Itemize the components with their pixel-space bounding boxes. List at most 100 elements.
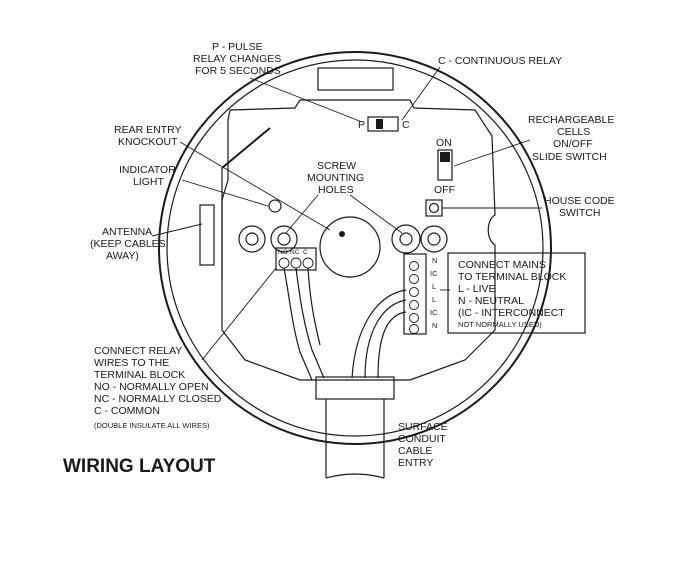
leader-rechargeable bbox=[453, 139, 531, 167]
house-code-callout: HOUSE CODE SWITCH bbox=[544, 195, 615, 219]
indicator-callout: INDICATOR LIGHT bbox=[119, 164, 176, 188]
mains-screw-5 bbox=[409, 313, 419, 323]
antenna-callout: ANTENNA (KEEP CABLES AWAY) bbox=[90, 226, 166, 262]
rechargeable-line-2: CELLS bbox=[557, 126, 590, 138]
mains-note: NOT NORMALLY USED) bbox=[458, 320, 542, 329]
relay-terminal-nc: NC bbox=[290, 249, 300, 256]
left-mount-hole bbox=[238, 225, 266, 253]
mains-wire-2 bbox=[364, 299, 407, 379]
mains-screw-6 bbox=[409, 324, 419, 334]
mains-callout: CONNECT MAINS TO TERMINAL BLOCK L - LIVE… bbox=[458, 259, 566, 329]
mains-wire-3 bbox=[377, 311, 407, 379]
rear-entry-line-1: REAR ENTRY bbox=[114, 124, 182, 136]
indicator-line-1: INDICATOR bbox=[119, 164, 176, 176]
right-mount-hole bbox=[420, 225, 448, 253]
relay-line-4: NO - NORMALLY OPEN bbox=[94, 381, 209, 393]
leader-antenna bbox=[151, 223, 203, 237]
indicator-light bbox=[268, 199, 282, 213]
screw-line-2: MOUNTING bbox=[307, 172, 364, 184]
relay-wire-3 bbox=[307, 267, 321, 346]
relay-wire-1 bbox=[283, 267, 313, 381]
relay-line-3: TERMINAL BLOCK bbox=[94, 369, 185, 381]
right-mount-hole-inner bbox=[427, 232, 441, 246]
leader-screw-left bbox=[285, 194, 319, 234]
relay-screw-1 bbox=[278, 257, 290, 269]
mains-line-1: CONNECT MAINS bbox=[458, 259, 546, 271]
leader-screw-right bbox=[349, 194, 403, 234]
pulse-callout: P - PULSE RELAY CHANGES FOR 5 SECONDS bbox=[193, 41, 281, 77]
housing-outer-ring bbox=[158, 51, 552, 445]
switch-on-label: ON bbox=[436, 137, 452, 149]
pulse-line-1: P - PULSE bbox=[212, 41, 263, 53]
conduit-line-4: ENTRY bbox=[398, 457, 433, 469]
mains-terminal-5: IC bbox=[430, 308, 438, 317]
relay-line-5: NC - NORMALLY CLOSED bbox=[94, 393, 222, 405]
relay-line-6: C - COMMON bbox=[94, 405, 160, 417]
house-code-switch bbox=[425, 199, 443, 217]
pulse-line-3: FOR 5 SECONDS bbox=[195, 65, 281, 77]
conduit-line-2: CONDUIT bbox=[398, 433, 446, 445]
rear-entry-callout: REAR ENTRY KNOCKOUT bbox=[114, 124, 182, 148]
house-code-line-2: SWITCH bbox=[559, 207, 600, 219]
mains-callout-box bbox=[447, 252, 586, 334]
relay-screw-2 bbox=[290, 257, 302, 269]
mains-terminal-block bbox=[403, 253, 427, 335]
mains-terminal-3: L bbox=[432, 282, 436, 291]
jumper-c-label: C bbox=[402, 119, 410, 131]
mains-screw-4 bbox=[409, 300, 419, 310]
mains-line-3: L - LIVE bbox=[458, 283, 496, 295]
rechargeable-line-1: RECHARGEABLE bbox=[528, 114, 614, 126]
mains-wire-1 bbox=[351, 289, 407, 379]
leader-rear-entry bbox=[179, 141, 331, 231]
right-screw-hole-inner bbox=[399, 232, 413, 246]
right-screw-hole bbox=[391, 224, 421, 254]
left-screw-hole bbox=[270, 225, 298, 253]
conduit-callout: SURFACE CONDUIT CABLE ENTRY bbox=[398, 421, 448, 469]
conduit-pipe bbox=[325, 399, 385, 478]
mains-screw-1 bbox=[409, 261, 419, 271]
conduit-line-3: CABLE bbox=[398, 445, 432, 457]
jumper-p-label: P bbox=[358, 119, 365, 131]
house-code-dial bbox=[428, 202, 440, 214]
leader-indicator bbox=[181, 179, 269, 207]
diagram-title: WIRING LAYOUT bbox=[63, 456, 216, 477]
leader-continuous bbox=[401, 66, 441, 121]
mains-terminal-2: IC bbox=[430, 269, 438, 278]
leader-pulse bbox=[249, 77, 363, 123]
relay-terminal-no: NO bbox=[278, 249, 288, 256]
rear-entry-knockout-center bbox=[339, 231, 345, 237]
jumper-slider bbox=[376, 119, 383, 129]
mains-screw-2 bbox=[409, 274, 419, 284]
conduit-pipe-end bbox=[325, 473, 385, 479]
mains-terminal-4: L bbox=[432, 295, 436, 304]
rechargeable-callout: RECHARGEABLE CELLS ON/OFF SLIDE SWITCH bbox=[528, 114, 614, 163]
antenna-line-1: ANTENNA bbox=[102, 226, 152, 238]
rechargeable-line-3: ON/OFF bbox=[553, 138, 593, 150]
mounting-plate bbox=[221, 99, 496, 381]
house-code-line-1: HOUSE CODE bbox=[544, 195, 615, 207]
continuous-relay-callout: C - CONTINUOUS RELAY bbox=[438, 55, 562, 67]
left-mount-hole-inner bbox=[245, 232, 259, 246]
screw-holes-callout: SCREW MOUNTING HOLES bbox=[307, 160, 364, 196]
mains-screw-3 bbox=[409, 287, 419, 297]
mains-line-2: TO TERMINAL BLOCK bbox=[458, 271, 566, 283]
screw-line-1: SCREW bbox=[317, 160, 356, 172]
relay-terminal-c: C bbox=[303, 249, 308, 256]
mains-terminal-6: N bbox=[432, 321, 437, 330]
pulse-line-2: RELAY CHANGES bbox=[193, 53, 281, 65]
relay-screw-3 bbox=[302, 257, 314, 269]
relay-line-2: WIRES TO THE bbox=[94, 357, 169, 369]
switch-off-label: OFF bbox=[434, 184, 455, 196]
mains-line-4: N - NEUTRAL bbox=[458, 295, 524, 307]
slide-switch bbox=[437, 149, 453, 181]
housing-inner-ring bbox=[166, 59, 544, 437]
top-slot bbox=[317, 67, 394, 91]
antenna-line-3: AWAY) bbox=[106, 250, 139, 262]
rear-entry-knockout bbox=[319, 216, 381, 278]
rear-entry-line-2: KNOCKOUT bbox=[118, 136, 178, 148]
antenna-bracket bbox=[199, 204, 215, 266]
relay-note: (DOUBLE INSULATE ALL WIRES) bbox=[94, 421, 210, 430]
leader-relay bbox=[201, 267, 277, 361]
relay-wires-callout: CONNECT RELAY WIRES TO THE TERMINAL BLOC… bbox=[94, 345, 222, 430]
mains-terminal-1: N bbox=[432, 256, 437, 265]
